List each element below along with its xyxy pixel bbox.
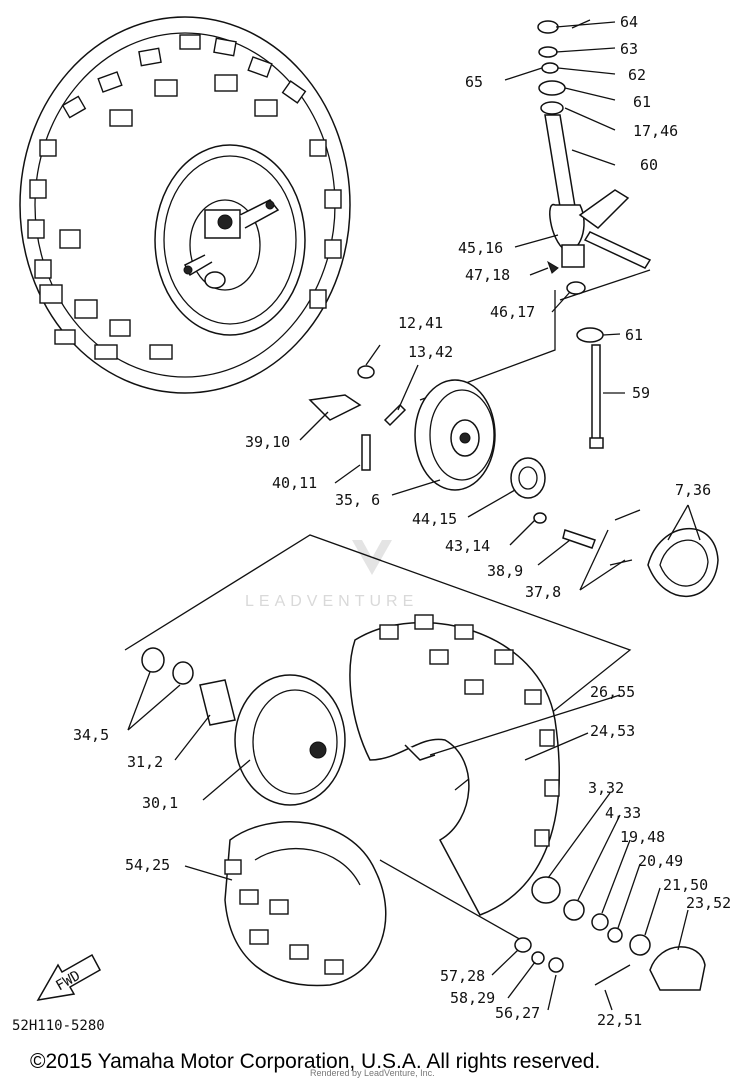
part-label: 57,28 (440, 967, 485, 985)
part-label: 58,29 (450, 989, 495, 1007)
part-label: 13,42 (408, 343, 453, 361)
part-label: 63 (620, 40, 638, 58)
brake-assembly (308, 365, 719, 597)
part-label: 40,11 (272, 474, 317, 492)
diagram-code: 52H110-5280 (12, 1018, 105, 1034)
part-label: 46,17 (490, 303, 535, 321)
part-label: 65 (465, 73, 483, 91)
part-label: 64 (620, 13, 638, 31)
part-label: 4,33 (605, 804, 641, 822)
part-labels: 64 63 62 65 61 17,46 60 45,16 47,18 46,1… (73, 13, 731, 1029)
part-label: 35, 6 (335, 491, 380, 509)
part-label: 24,53 (590, 722, 635, 740)
part-label: 34,5 (73, 726, 109, 744)
part-label: 43,14 (445, 537, 490, 555)
part-label: 44,15 (412, 510, 457, 528)
part-label: 61 (625, 326, 643, 344)
part-label: 47,18 (465, 266, 510, 284)
part-label: 12,41 (398, 314, 443, 332)
part-label: 62 (628, 66, 646, 84)
part-label: 23,52 (686, 894, 731, 912)
part-label: 31,2 (127, 753, 163, 771)
part-label: 39,10 (245, 433, 290, 451)
part-label: 37,8 (525, 583, 561, 601)
part-label: 45,16 (458, 239, 503, 257)
fwd-arrow-icon: FWD (36, 953, 102, 1001)
lower-wheel (224, 614, 560, 987)
part-label: 3,32 (588, 779, 624, 797)
watermark-text: LEADVENTURE (245, 593, 418, 610)
part-label: 20,49 (638, 852, 683, 870)
leader-lines (127, 21, 701, 1011)
knuckle-assembly (419, 19, 652, 449)
part-label: 17,46 (633, 122, 678, 140)
upper-wheel (19, 16, 351, 394)
part-label: 21,50 (663, 876, 708, 894)
part-label: 26,55 (590, 683, 635, 701)
part-label: 30,1 (142, 794, 178, 812)
part-label: 56,27 (495, 1004, 540, 1022)
part-label: 38,9 (487, 562, 523, 580)
part-label: 54,25 (125, 856, 170, 874)
part-label: 61 (633, 93, 651, 111)
part-label: 59 (632, 384, 650, 402)
copyright: ©2015 Yamaha Motor Corporation, U.S.A. A… (30, 1050, 600, 1073)
axle-hardware (514, 876, 706, 991)
part-label: 22,51 (597, 1011, 642, 1029)
part-label: 60 (640, 156, 658, 174)
part-label: 7,36 (675, 481, 711, 499)
rendered-by: Rendered by LeadVenture, Inc. (310, 1068, 435, 1078)
watermark: LEADVENTURE (245, 540, 418, 610)
part-label: 19,48 (620, 828, 665, 846)
